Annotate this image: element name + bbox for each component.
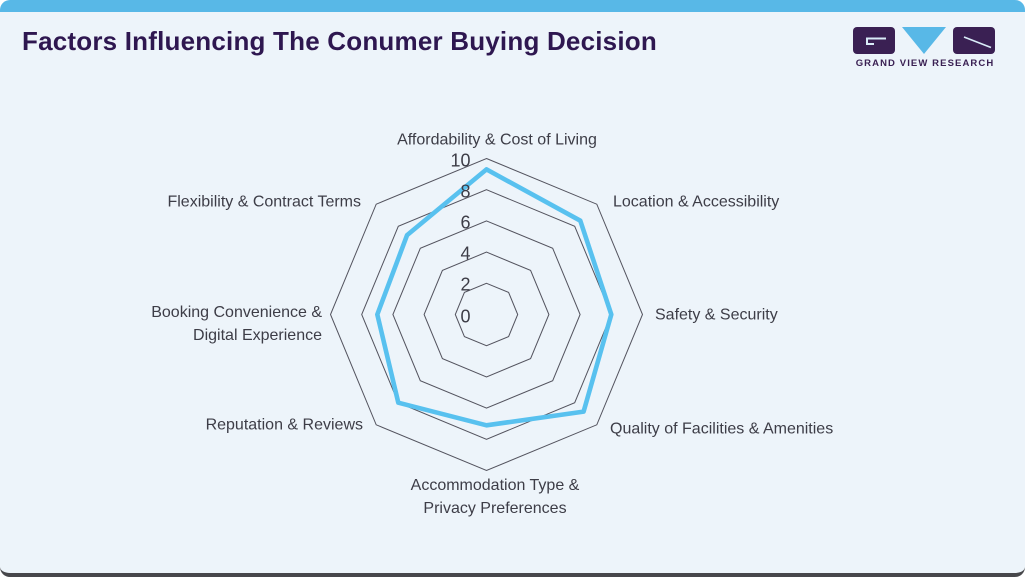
radar-category-label: Accommodation Type &Privacy Preferences xyxy=(410,477,580,517)
radar-grid-ring xyxy=(361,189,612,440)
top-accent-bar xyxy=(0,0,1025,12)
radar-grid-ring xyxy=(423,251,550,378)
radar-tick-label: 8 xyxy=(460,181,471,202)
radar-tick-label: 4 xyxy=(460,243,471,264)
radar-tick-label: 10 xyxy=(450,150,471,170)
page-title: Factors Influencing The Conumer Buying D… xyxy=(22,26,657,56)
gvr-logo: GRAND VIEW RESEARCH xyxy=(853,27,997,69)
radar-category-label: Booking Convenience &Digital Experience xyxy=(151,304,322,344)
radar-category-label: Flexibility & Contract Terms xyxy=(167,193,361,211)
logo-g-block xyxy=(853,27,895,54)
logo-r-glyph-icon xyxy=(963,36,992,49)
radar-category-label: Quality of Facilities & Amenities xyxy=(610,420,834,438)
radar-tick-label: 0 xyxy=(460,306,471,326)
logo-wordmark: GRAND VIEW RESEARCH xyxy=(855,58,995,69)
radar-category-label: Affordability & Cost of Living xyxy=(397,131,597,149)
logo-blocks xyxy=(853,27,997,54)
radar-tick-label: 2 xyxy=(460,274,471,295)
radar-data-polygon xyxy=(374,167,614,428)
radar-category-label: Location & Accessibility xyxy=(613,193,780,211)
logo-g-glyph-icon xyxy=(866,37,886,45)
radar-tick-label: 6 xyxy=(460,212,471,233)
radar-grid-ring xyxy=(329,157,644,472)
radar-grid-ring xyxy=(392,220,581,409)
logo-v-triangle-icon xyxy=(901,27,947,54)
radar-category-label: Reputation & Reviews xyxy=(205,416,363,434)
radar-category-label: Safety & Security xyxy=(655,306,778,324)
radar-grid-ring xyxy=(454,282,519,347)
logo-r-block xyxy=(953,27,995,54)
